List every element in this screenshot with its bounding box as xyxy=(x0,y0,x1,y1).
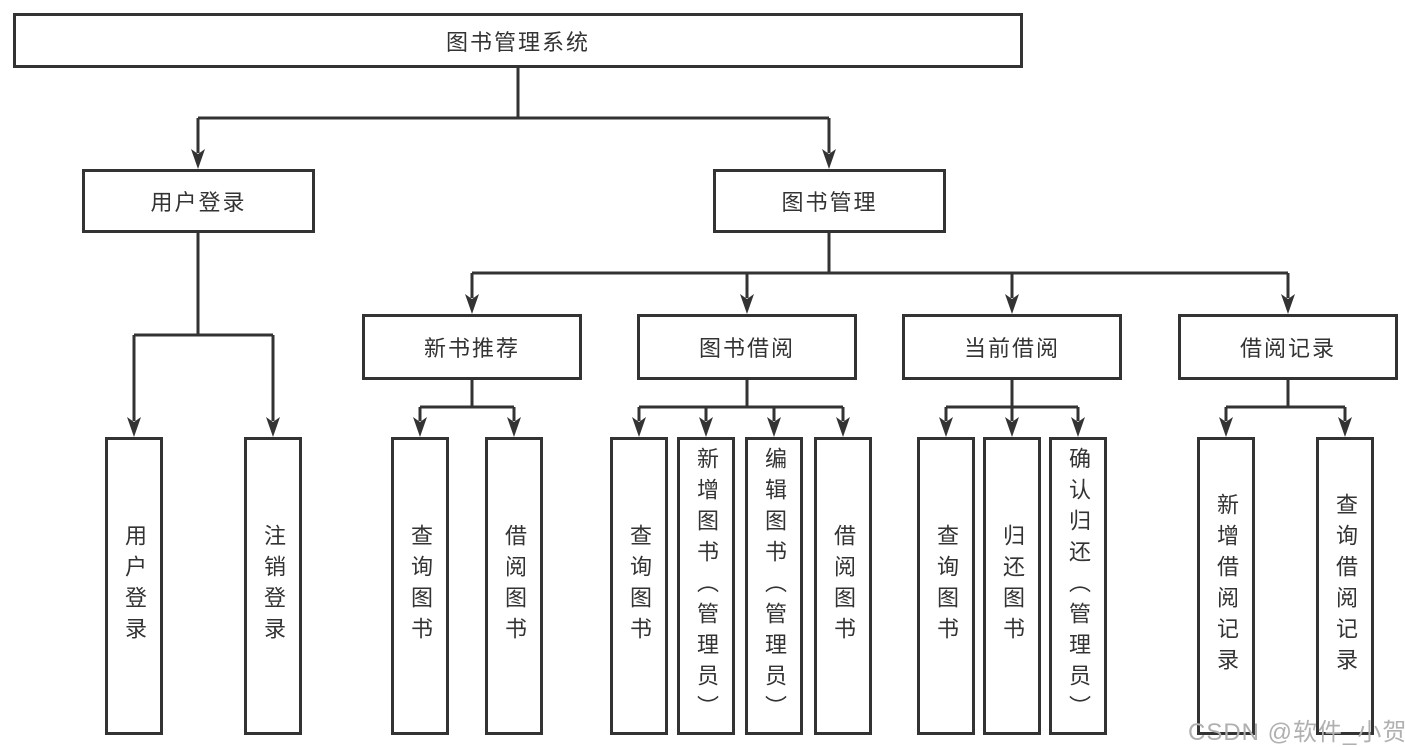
node-book-management: 图书管理 xyxy=(713,169,946,233)
node-add-borrow-record: 新增借阅记录 xyxy=(1197,437,1255,735)
node-confirm-return-admin-label: 确认归还（管理员） xyxy=(1066,446,1091,726)
node-borrow-books-2: 借阅图书 xyxy=(814,437,872,735)
node-return-books-label: 归还图书 xyxy=(1000,524,1025,648)
node-current-borrow: 当前借阅 xyxy=(902,314,1122,380)
node-user-login-leaf: 用户登录 xyxy=(105,437,163,735)
node-query-books-1-label: 查询图书 xyxy=(408,524,433,648)
node-query-books-3: 查询图书 xyxy=(917,437,975,735)
node-book-borrow: 图书借阅 xyxy=(637,314,857,380)
node-borrow-books-1-label: 借阅图书 xyxy=(502,524,527,648)
node-library-management-system: 图书管理系统 xyxy=(13,13,1023,68)
node-add-books-admin-label: 新增图书（管理员） xyxy=(694,446,719,726)
node-borrow-books-1: 借阅图书 xyxy=(485,437,543,735)
node-query-books-3-label: 查询图书 xyxy=(934,524,959,648)
node-add-books-admin: 新增图书（管理员） xyxy=(677,437,735,735)
node-query-borrow-record: 查询借阅记录 xyxy=(1316,437,1374,735)
node-logout: 注销登录 xyxy=(244,437,302,735)
node-new-book-recommend: 新书推荐 xyxy=(362,314,582,380)
node-return-books: 归还图书 xyxy=(983,437,1041,735)
node-user-login-leaf-label: 用户登录 xyxy=(122,524,147,648)
node-edit-books-admin-label: 编辑图书（管理员） xyxy=(762,446,787,726)
node-user-login: 用户登录 xyxy=(82,169,315,233)
node-query-books-1: 查询图书 xyxy=(391,437,449,735)
node-borrow-books-2-label: 借阅图书 xyxy=(831,524,856,648)
node-add-borrow-record-label: 新增借阅记录 xyxy=(1214,493,1239,679)
node-query-borrow-record-label: 查询借阅记录 xyxy=(1333,493,1358,679)
node-query-books-2-label: 查询图书 xyxy=(627,524,652,648)
node-logout-label: 注销登录 xyxy=(261,524,286,648)
node-query-books-2: 查询图书 xyxy=(610,437,668,735)
node-edit-books-admin: 编辑图书（管理员） xyxy=(745,437,803,735)
csdn-watermark: CSDN @软件_小贺同学 xyxy=(1188,719,1405,746)
node-borrow-records: 借阅记录 xyxy=(1178,314,1398,380)
node-confirm-return-admin: 确认归还（管理员） xyxy=(1049,437,1107,735)
